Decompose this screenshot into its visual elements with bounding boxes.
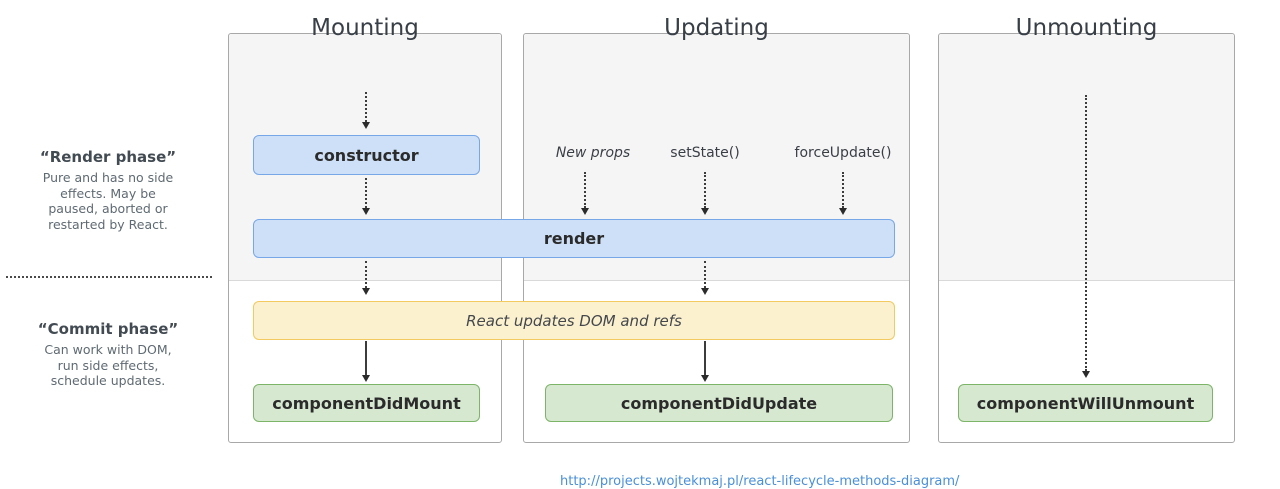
component-did-update-box: componentDidUpdate <box>545 384 893 422</box>
phase-divider-dotted-line <box>6 276 212 278</box>
render-phase-description: Pure and has no side effects. May be pau… <box>42 170 174 232</box>
commit-phase-title: “Commit phase” <box>37 320 179 338</box>
render-box: render <box>253 219 895 258</box>
footer-caption-link[interactable]: http://projects.wojtekmaj.pl/react-lifec… <box>560 474 960 489</box>
arrow-force-update-to-render <box>839 172 847 215</box>
render-phase-label: “Render phase” Pure and has no side effe… <box>0 148 216 233</box>
phase-legend-panel: “Render phase” Pure and has no side effe… <box>0 0 216 480</box>
trigger-force-update: forceUpdate() <box>794 145 892 161</box>
column-title-updating: Updating <box>664 15 769 41</box>
trigger-set-state: setState() <box>670 145 740 161</box>
commit-phase-description: Can work with DOM, run side effects, sch… <box>44 342 172 389</box>
arrow-constructor-to-render <box>362 178 370 215</box>
constructor-box: constructor <box>253 135 480 175</box>
component-will-unmount-box: componentWillUnmount <box>958 384 1213 422</box>
arrow-set-state-to-render <box>701 172 709 215</box>
trigger-new-props: New props <box>555 145 631 161</box>
react-updates-dom-box: React updates DOM and refs <box>253 301 895 340</box>
component-did-mount-box: componentDidMount <box>253 384 480 422</box>
arrow-dom-update-to-did-update <box>701 341 709 382</box>
column-title-unmounting: Unmounting <box>1015 15 1158 41</box>
render-phase-title: “Render phase” <box>39 148 177 166</box>
commit-phase-label: “Commit phase” Can work with DOM, run si… <box>0 320 216 389</box>
arrow-render-to-dom-update-updating <box>701 261 709 295</box>
arrow-dom-update-to-did-mount <box>362 341 370 382</box>
arrow-new-props-to-render <box>581 172 589 215</box>
arrow-mounting-to-constructor <box>362 92 370 129</box>
arrow-render-to-dom-update-mounting <box>362 261 370 295</box>
column-title-mounting: Mounting <box>311 15 419 41</box>
arrow-unmounting-to-will-unmount <box>1082 95 1090 378</box>
